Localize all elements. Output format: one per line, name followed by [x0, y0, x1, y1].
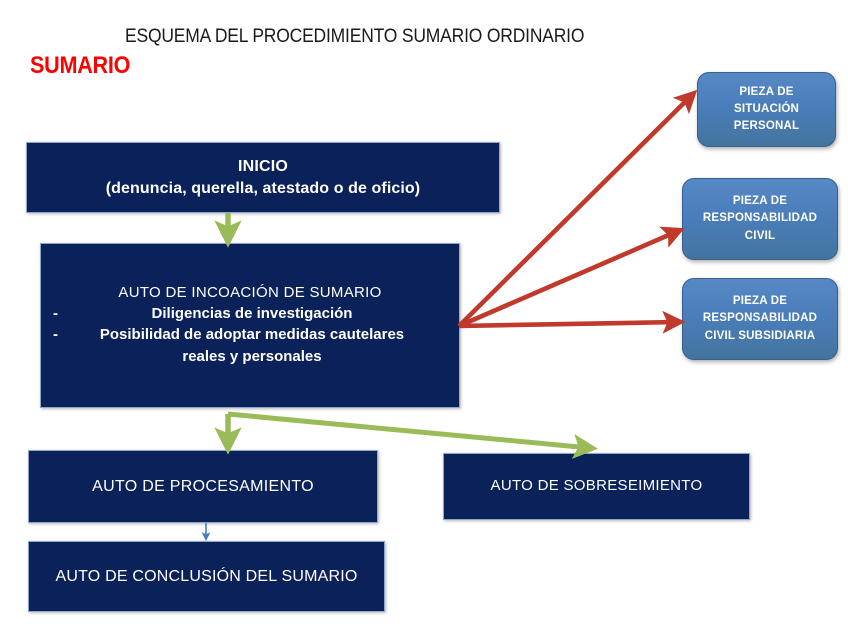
diagram-title: ESQUEMA DEL PROCEDIMIENTO SUMARIO ORDINA… — [125, 26, 585, 47]
arrow-incoacion-to-sobreseimiento — [227, 411, 598, 459]
box-incoacion-bullet-2: - Posibilidad de adoptar medidas cautela… — [49, 324, 451, 345]
box-sobreseimiento-label: AUTO DE SOBRESEIMIENTO — [490, 477, 703, 495]
box-auto-de-procesamiento[interactable]: AUTO DE PROCESAMIENTO — [28, 450, 378, 523]
pieza-situacion-line3: PERSONAL — [733, 120, 800, 133]
box-pieza-de-situacion-personal[interactable]: PIEZA DE SITUACIÓN PERSONAL — [697, 72, 836, 147]
box-incoacion-bullet-1-text: Diligencias de investigación — [151, 305, 353, 323]
pieza-civil-line3: CIVIL — [744, 229, 776, 242]
box-inicio[interactable]: INICIO (denuncia, querella, atestado o d… — [26, 142, 500, 213]
box-incoacion-content: AUTO DE INCOACIÓN DE SUMARIO - Diligenci… — [41, 284, 459, 367]
pieza-situacion-line1: PIEZA DE — [739, 85, 794, 98]
box-incoacion-bullet-2-text-line2: reales y personales — [182, 347, 322, 365]
pieza-subsidiaria-line2: RESPONSABILIDAD — [702, 312, 818, 325]
box-incoacion-heading: AUTO DE INCOACIÓN DE SUMARIO — [118, 284, 382, 302]
box-incoacion-bullet-2-text-line1: Posibilidad de adoptar medidas cautelare… — [99, 326, 405, 344]
box-incoacion-bullet-1: - Diligencias de investigación — [49, 303, 451, 324]
box-conclusion-label: AUTO DE CONCLUSIÓN DEL SUMARIO — [55, 567, 358, 585]
box-pieza-de-responsabilidad-civil[interactable]: PIEZA DE RESPONSABILIDAD CIVIL — [682, 178, 838, 260]
arrow-incoacion-to-pieza-responsabilidad-civil — [458, 226, 685, 329]
box-procesamiento-label: AUTO DE PROCESAMIENTO — [92, 477, 314, 495]
box-incoacion-bullet-2-cont: reales y personales — [49, 346, 451, 367]
pieza-subsidiaria-line3: CIVIL SUBSIDIARIA — [704, 329, 816, 342]
box-inicio-line1: INICIO — [237, 158, 289, 176]
box-auto-de-conclusion-del-sumario[interactable]: AUTO DE CONCLUSIÓN DEL SUMARIO — [28, 541, 385, 612]
bullet-dash-icon: - — [53, 326, 58, 344]
bullet-dash-icon: - — [53, 305, 58, 323]
box-inicio-line2: (denuncia, querella, atestado o de ofici… — [105, 179, 421, 197]
box-auto-de-incoacion-de-sumario[interactable]: AUTO DE INCOACIÓN DE SUMARIO - Diligenci… — [40, 243, 460, 408]
section-label-sumario: SUMARIO — [30, 52, 131, 79]
pieza-civil-line1: PIEZA DE — [732, 195, 788, 208]
pieza-situacion-line2: SITUACIÓN — [733, 102, 800, 115]
box-pieza-de-responsabilidad-civil-subsidiaria[interactable]: PIEZA DE RESPONSABILIDAD CIVIL SUBSIDIAR… — [682, 278, 838, 360]
pieza-civil-line2: RESPONSABILIDAD — [702, 212, 818, 225]
arrow-incoacion-to-pieza-responsabilidad-civil-subsidiaria — [458, 310, 686, 334]
box-auto-de-sobreseimiento[interactable]: AUTO DE SOBRESEIMIENTO — [443, 453, 750, 520]
pieza-subsidiaria-line1: PIEZA DE — [732, 295, 788, 308]
